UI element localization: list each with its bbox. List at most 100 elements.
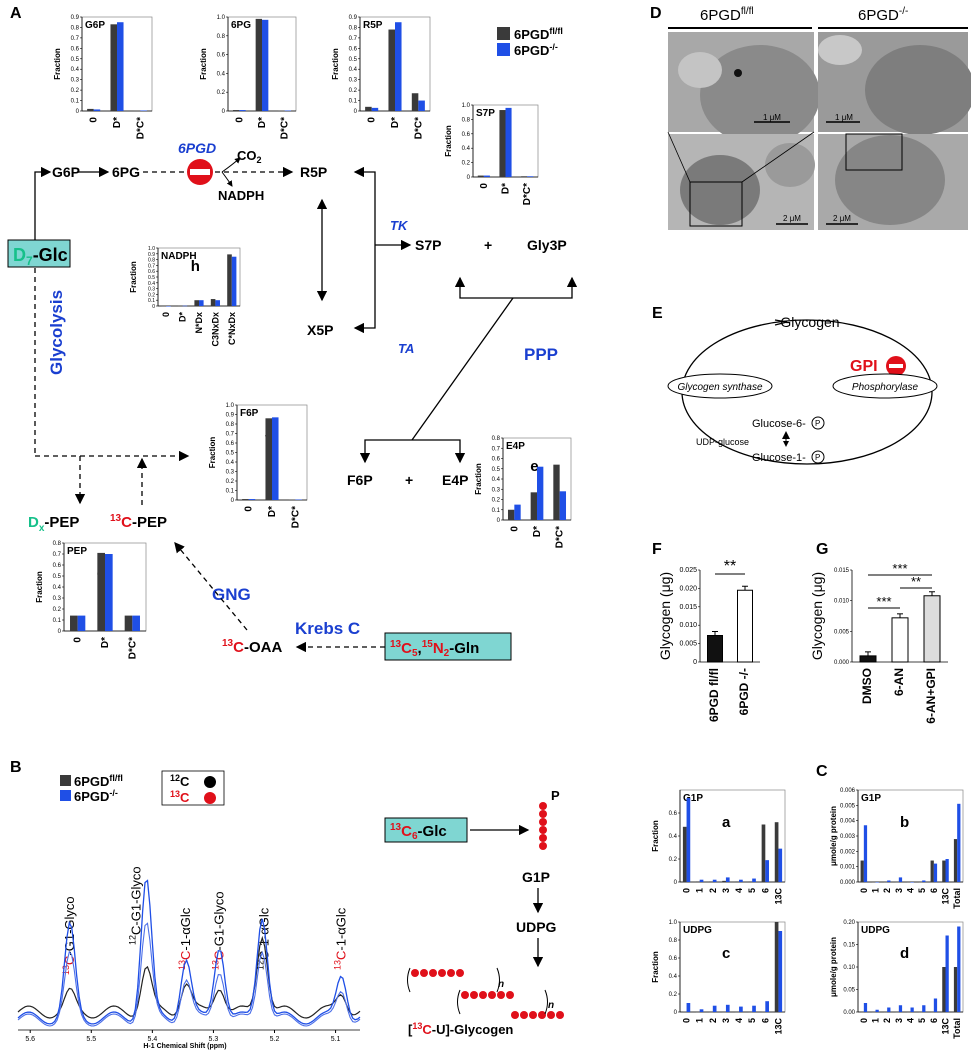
- y-tick-label: 0.3: [71, 78, 80, 84]
- y-tick-label: 0.3: [148, 287, 155, 293]
- bar: [761, 824, 766, 882]
- bar: [124, 615, 133, 631]
- x-tick-label: 4: [734, 888, 744, 893]
- x-tick-label: D*: [267, 506, 278, 517]
- panel-letter-g: G: [816, 541, 828, 558]
- nmr-peak-label: 13C-1-αGlc: [177, 907, 193, 970]
- y-tick-label: 0.2: [462, 161, 471, 167]
- y-tick-label: 0.8: [492, 436, 501, 442]
- bar: [110, 24, 117, 111]
- bar: [696, 881, 700, 882]
- bar: [748, 881, 753, 882]
- bracket: [457, 989, 461, 1015]
- y-tick-label: 0.4: [492, 477, 501, 483]
- scale-bar-ko-top: 1 μM: [835, 113, 853, 122]
- bar: [288, 499, 296, 501]
- x-tick-label: 6: [760, 888, 770, 893]
- bar: [530, 492, 537, 520]
- y-tick-label: 0.2: [349, 88, 358, 94]
- y-tick-label: 0.5: [71, 57, 80, 63]
- nmr-tick-label: 5.5: [86, 1036, 96, 1043]
- x-tick-label: 13C: [773, 1018, 783, 1035]
- nmr-xlabel: H-1 Chemical Shift (ppm): [143, 1043, 226, 1050]
- x-tick-label: C3NxDx: [210, 312, 220, 347]
- panel-letter-b: B: [10, 759, 22, 776]
- y-tick-label: 0.001: [840, 865, 856, 871]
- x-tick-label: 0: [73, 637, 84, 643]
- inhibit-6pgd-icon: [187, 159, 213, 185]
- nmr-peak-label: 13C-G1-Glyco: [211, 891, 227, 970]
- bar: [722, 880, 726, 882]
- y-tick-label: 0.8: [669, 938, 678, 944]
- b-p: P: [551, 788, 560, 803]
- e4p-node: E4P: [442, 472, 468, 488]
- b-12c: 12C: [170, 773, 190, 789]
- x-tick-label: 6PGD fl/fl: [707, 668, 721, 722]
- x-tick-label: D*C*: [413, 117, 424, 139]
- bar: [395, 22, 402, 111]
- y-tick-label: 0: [674, 880, 678, 886]
- x-tick-label: D*C*: [290, 506, 301, 528]
- chart-title: R5P: [363, 20, 383, 31]
- x-tick-label: 1: [695, 1018, 705, 1023]
- e-p-1: P: [815, 419, 820, 428]
- y-tick-label: 0.4: [349, 67, 358, 73]
- x-tick-label: Total: [952, 888, 962, 909]
- x-tick-label: 2: [708, 888, 718, 893]
- x-tick-label: DMSO: [860, 668, 874, 704]
- y-tick-label: 0.3: [349, 78, 358, 84]
- y-tick-label: 0: [231, 498, 235, 504]
- chart-g1p-amount: 0.0000.0010.0020.0030.0040.0050.006μmole…: [829, 788, 964, 909]
- b-legend-fl: 6PGDfl/fl: [74, 773, 123, 789]
- y-tick-label: 0.7: [53, 552, 62, 558]
- bar: [87, 108, 94, 111]
- x-tick-label: N*Dx: [194, 312, 204, 334]
- bar: [933, 998, 938, 1012]
- chart-title: G1P: [861, 793, 881, 804]
- bar: [371, 107, 379, 111]
- bar: [505, 107, 512, 177]
- x-tick-label: 6: [929, 1018, 939, 1023]
- c13-oaa-label: 13C-OAA: [222, 638, 282, 656]
- ppp-label: PPP: [524, 345, 558, 364]
- bar: [765, 860, 769, 882]
- bar: [70, 615, 78, 631]
- y-tick-label: 0.025: [679, 567, 697, 574]
- scale-bar-fl-top: 1 μM: [763, 113, 781, 122]
- y-tick-label: 0.6: [492, 457, 501, 463]
- y-tick-label: 0.010: [834, 599, 850, 605]
- y-tick-label: 0.5: [148, 275, 155, 281]
- bar: [97, 552, 105, 631]
- y-tick-label: 0.4: [669, 974, 678, 980]
- y-tick-label: 0.9: [226, 413, 235, 419]
- nmr-trace-ko-2: [17, 922, 361, 1027]
- bar: [923, 595, 941, 663]
- bar: [686, 798, 691, 882]
- bracket: [407, 967, 411, 993]
- y-tick-label: 0.5: [53, 574, 62, 580]
- d-col2-label: 6PGD-/-: [858, 6, 908, 24]
- bar: [712, 1005, 717, 1012]
- y-axis-label: Fraction: [474, 463, 483, 495]
- bracket: [496, 967, 500, 993]
- bar: [483, 175, 490, 177]
- pathway-diagram: D7-Glc G6P 6PG 6PGD CO2 NADPH R5P X5P TK…: [7, 140, 578, 661]
- y-tick-label: 1.0: [669, 920, 678, 926]
- y-tick-label: 0.8: [349, 25, 358, 31]
- y-axis-label: Fraction: [208, 437, 217, 469]
- x-tick-label: 6: [929, 888, 939, 893]
- glycolysis-label: Glycolysis: [47, 290, 66, 375]
- chart-title: UDPG: [683, 925, 712, 936]
- x-tick-label: 6PGD -/-: [737, 668, 751, 715]
- e-synthase: Glycogen synthase: [677, 382, 762, 393]
- b-g1p: G1P: [522, 869, 550, 885]
- y-tick-label: 0.2: [217, 90, 226, 96]
- d7-glc-label: D7-Glc: [13, 245, 68, 268]
- bar: [735, 881, 740, 882]
- y-tick-label: 0.6: [217, 53, 226, 59]
- chart-f6p: 00.10.20.30.40.50.60.70.80.91.0FractionF…: [208, 403, 308, 528]
- bar: [907, 882, 911, 883]
- x-tick-label: 13C: [941, 888, 951, 905]
- y-tick-label: 0.4: [53, 585, 62, 591]
- y-tick-label: 0.15: [843, 943, 855, 949]
